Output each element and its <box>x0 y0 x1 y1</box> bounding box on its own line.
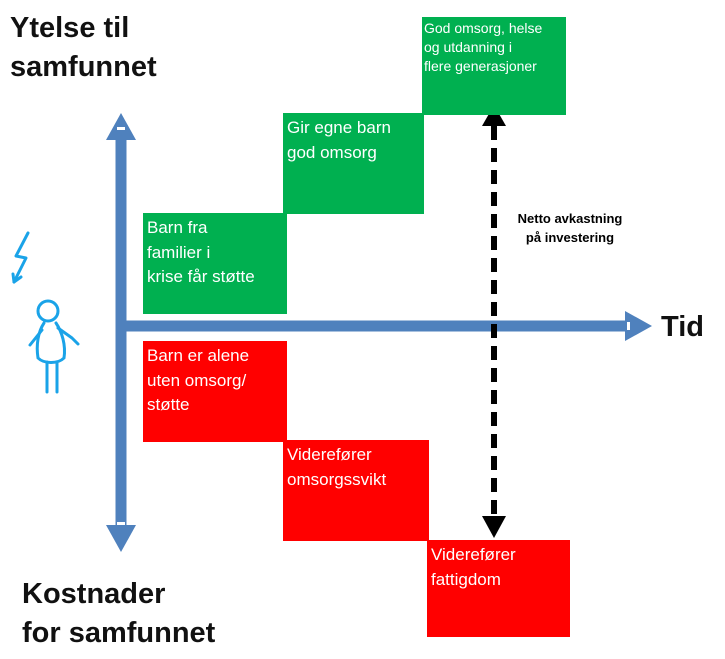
box-line: Barn er alene <box>147 346 250 365</box>
box-line: Viderefører <box>431 545 516 564</box>
red-box-care-failure: Viderefører omsorgssvikt <box>283 440 429 541</box>
box-line: Gir egne barn <box>287 118 391 137</box>
heading-line: Kostnader <box>22 578 166 610</box>
box-line: fattigdom <box>431 569 501 589</box>
annotation-line: på investering <box>525 229 615 245</box>
up-arrow-icon <box>482 105 506 126</box>
box-line: Viderefører <box>287 445 372 464</box>
box-line: krise får støtte <box>147 267 255 287</box>
x-axis-label: Tid <box>661 311 704 343</box>
box-line: god omsorg <box>287 142 377 162</box>
red-box-poverty: Viderefører fattigdom <box>427 540 570 637</box>
box-line: omsorgssvikt <box>287 469 387 489</box>
net-return-arrow <box>482 105 506 538</box>
annotation-line: Netto avkastning <box>517 211 623 226</box>
child-figure-icon <box>28 299 80 394</box>
box-line: God omsorg, helse <box>424 20 543 36</box>
red-box-alone: Barn er alene uten omsorg/ støtte <box>143 341 287 442</box>
y-axis-top-heading: Ytelse til samfunnet <box>10 12 157 85</box>
up-arrowhead-icon <box>106 113 136 140</box>
box-line: støtte <box>147 395 190 415</box>
lightning-icon <box>11 231 30 284</box>
box-line: familier i <box>147 242 211 262</box>
vertical-axis <box>106 113 136 552</box>
right-arrowhead-icon <box>625 311 652 341</box>
green-box-generations: God omsorg, helse og utdanning i flere g… <box>422 17 566 115</box>
net-return-label: Netto avkastning på investering <box>500 210 640 248</box>
heading-line: Ytelse til <box>10 12 130 44</box>
y-axis-bottom-heading: Kostnader for samfunnet <box>22 578 215 651</box>
box-line: Barn fra <box>147 218 208 237</box>
box-line: uten omsorg/ <box>147 370 247 390</box>
green-box-good-care: Gir egne barn god omsorg <box>283 113 424 214</box>
horizontal-axis <box>116 311 652 341</box>
green-box-support: Barn fra familier i krise får støtte <box>143 213 287 314</box>
down-arrowhead-icon <box>106 525 136 552</box>
heading-line: for samfunnet <box>22 617 216 650</box>
down-arrow-icon <box>482 516 506 538</box>
heading-line: samfunnet <box>10 51 157 84</box>
box-line: flere generasjoner <box>424 57 537 74</box>
box-line: og utdanning i <box>424 38 512 55</box>
